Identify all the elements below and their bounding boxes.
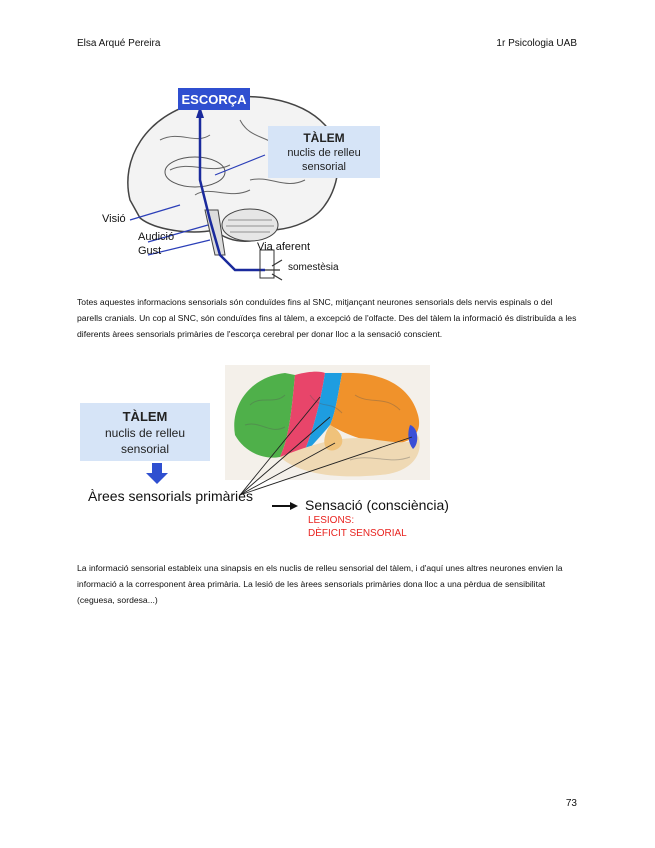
paragraph-synapse: La informació sensorial estableix una si… <box>77 563 563 605</box>
label-somesthesia: somestèsia <box>288 262 339 273</box>
areas-label: Àrees sensorials primàries <box>88 488 253 504</box>
header-author: Elsa Arqué Pereira <box>77 38 161 49</box>
talem2-line3: sensorial <box>121 442 169 456</box>
talem-line3: sensorial <box>302 161 346 173</box>
page-number: 73 <box>565 798 577 809</box>
label-vision: Visió <box>102 213 126 225</box>
paragraph-sensory-conduction: Totes aquestes informacions sensorials s… <box>77 297 577 339</box>
figure-sensory-pathway: ESCORÇA TÀLEM nuclis de relleu sensorial… <box>100 80 390 285</box>
label-audition: Audició <box>138 231 174 243</box>
escorca-label: ESCORÇA <box>181 92 247 107</box>
talem-title: TÀLEM <box>303 130 344 145</box>
sensory-pathway-illustration: ESCORÇA TÀLEM nuclis de relleu sensorial… <box>102 88 380 281</box>
lesions-label: LESIONS: <box>308 515 354 526</box>
talem-line2: nuclis de relleu <box>287 147 360 159</box>
sensation-label: Sensació (consciència) <box>305 497 449 513</box>
talem2-title: TÀLEM <box>123 409 168 424</box>
label-afferent: Via aferent <box>257 241 310 253</box>
talem2-line2: nuclis de relleu <box>105 426 185 440</box>
primary-areas-illustration: TÀLEM nuclis de relleu sensorial Àrees s… <box>80 365 449 539</box>
header-course: 1r Psicologia UAB <box>496 38 577 49</box>
deficit-label: DÈFICIT SENSORIAL <box>308 526 407 539</box>
label-taste: Gust <box>138 245 161 257</box>
figure-primary-areas: TÀLEM nuclis de relleu sensorial Àrees s… <box>80 365 540 545</box>
